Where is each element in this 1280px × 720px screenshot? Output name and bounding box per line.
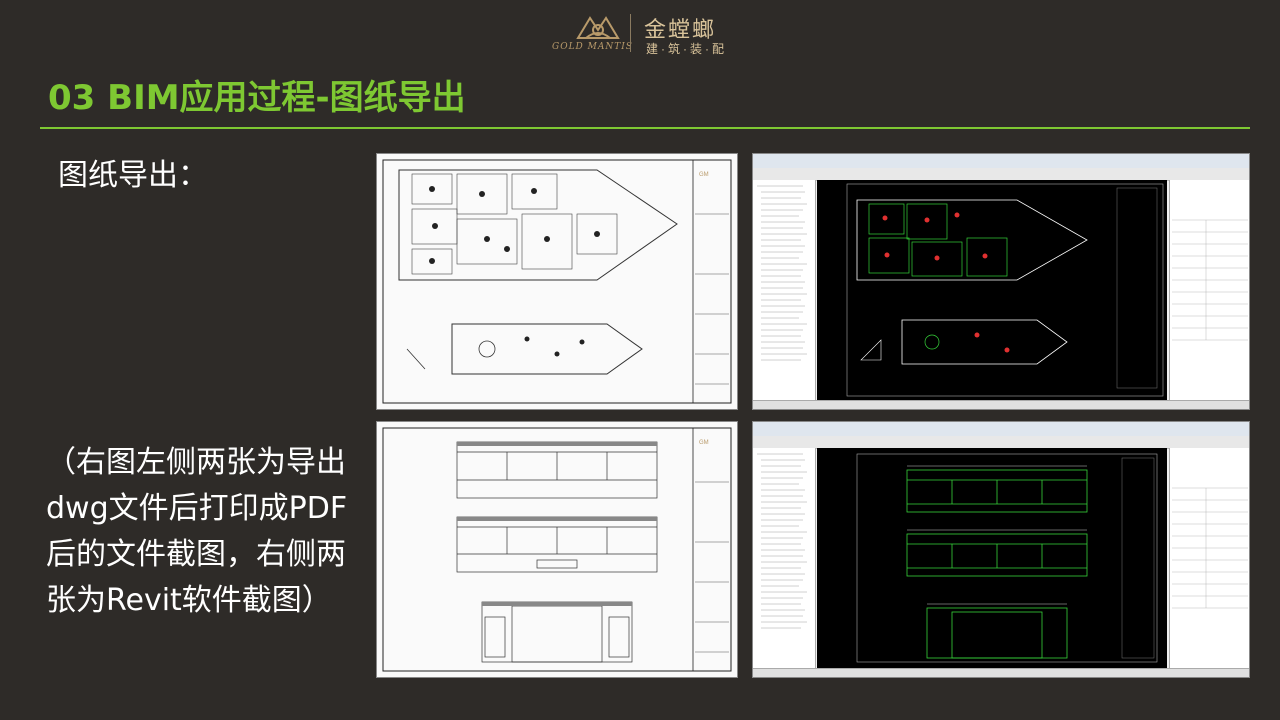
brand-name-cn: 金螳螂 <box>644 18 717 43</box>
browser-tree <box>757 185 807 361</box>
company-logo: GOLD MANTIS 金螳螂 建·筑·装·配 <box>550 8 750 58</box>
properties-rows <box>1172 487 1248 609</box>
drawing-canvas[interactable] <box>817 180 1167 400</box>
svg-text:GM: GM <box>699 172 709 178</box>
logo-divider <box>630 14 631 52</box>
browser-tree <box>757 453 807 629</box>
slide-title: 03 BIM应用过程-图纸导出 <box>48 78 466 118</box>
description-line: 张为Revit软件截图） <box>46 583 332 618</box>
revit-floorplan-screenshot <box>752 153 1250 410</box>
revit-floorplan-drawing <box>846 183 1164 397</box>
properties-panel <box>1169 448 1249 668</box>
section-subheading: 图纸导出： <box>58 158 208 193</box>
revit-elevation-drawing <box>856 453 1158 663</box>
properties-panel <box>1169 180 1249 400</box>
revit-statusbar <box>753 668 1249 677</box>
pdf-floorplan-screenshot: GM <box>376 153 738 410</box>
brand-subtitle: 建·筑·装·配 <box>646 42 727 56</box>
description-text: （右图左侧两张为导出 dwg文件后打印成PDF 后的文件截图，右侧两 张为Rev… <box>46 440 376 624</box>
brand-name-en: GOLD MANTIS <box>552 42 633 52</box>
floorplan-drawing: GM <box>382 159 732 404</box>
title-divider <box>40 127 1250 129</box>
properties-rows <box>1172 219 1248 341</box>
svg-text:GM: GM <box>699 440 709 446</box>
description-line: 后的文件截图，右侧两 <box>46 537 346 572</box>
drawing-canvas[interactable] <box>817 448 1167 668</box>
revit-titlebar <box>753 154 1249 168</box>
description-line: dwg文件后打印成PDF <box>46 491 348 526</box>
project-browser <box>753 180 816 400</box>
revit-statusbar <box>753 400 1249 409</box>
revit-titlebar <box>753 422 1249 436</box>
revit-elevation-screenshot <box>752 421 1250 678</box>
mantis-logo-icon <box>576 16 620 39</box>
project-browser <box>753 448 816 668</box>
description-line: （右图左侧两张为导出 <box>46 445 346 480</box>
elevation-drawing: GM <box>382 427 732 672</box>
pdf-elevation-screenshot: GM <box>376 421 738 678</box>
